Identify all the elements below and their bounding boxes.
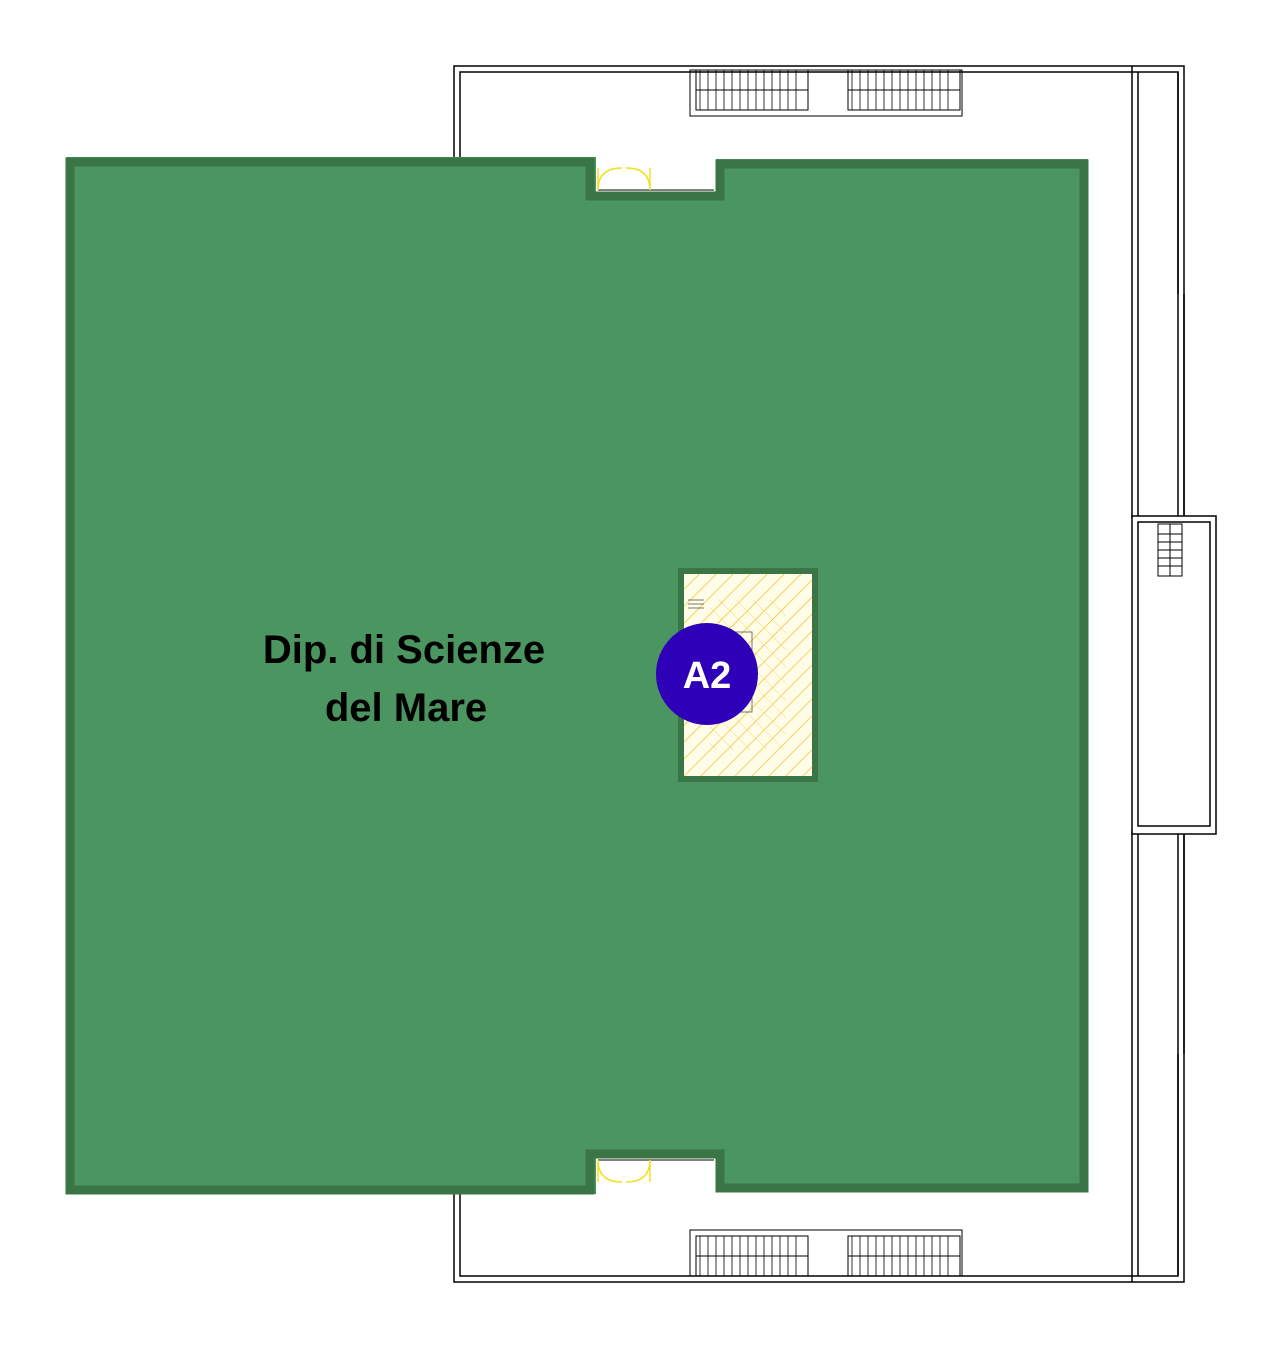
bottom-stairs	[689, 1229, 963, 1277]
right-stair-icon	[1157, 523, 1183, 577]
bottom-stair-treads	[699, 1236, 949, 1276]
department-room[interactable]	[66, 157, 1088, 1194]
top-door[interactable]	[597, 160, 714, 191]
right-annex	[1131, 515, 1217, 835]
location-marker-label: A2	[683, 655, 732, 697]
room-label-line2: del Mare	[325, 686, 487, 730]
location-marker[interactable]: A2	[656, 623, 758, 725]
bottom-door[interactable]	[597, 1159, 714, 1190]
top-stair-treads	[699, 70, 949, 110]
department-wall	[65, 157, 1089, 1195]
top-stairs	[689, 69, 963, 117]
room-label-line1: Dip. di Scienze	[263, 628, 545, 672]
room-label: Dip. di Scienze del Mare	[263, 628, 545, 730]
